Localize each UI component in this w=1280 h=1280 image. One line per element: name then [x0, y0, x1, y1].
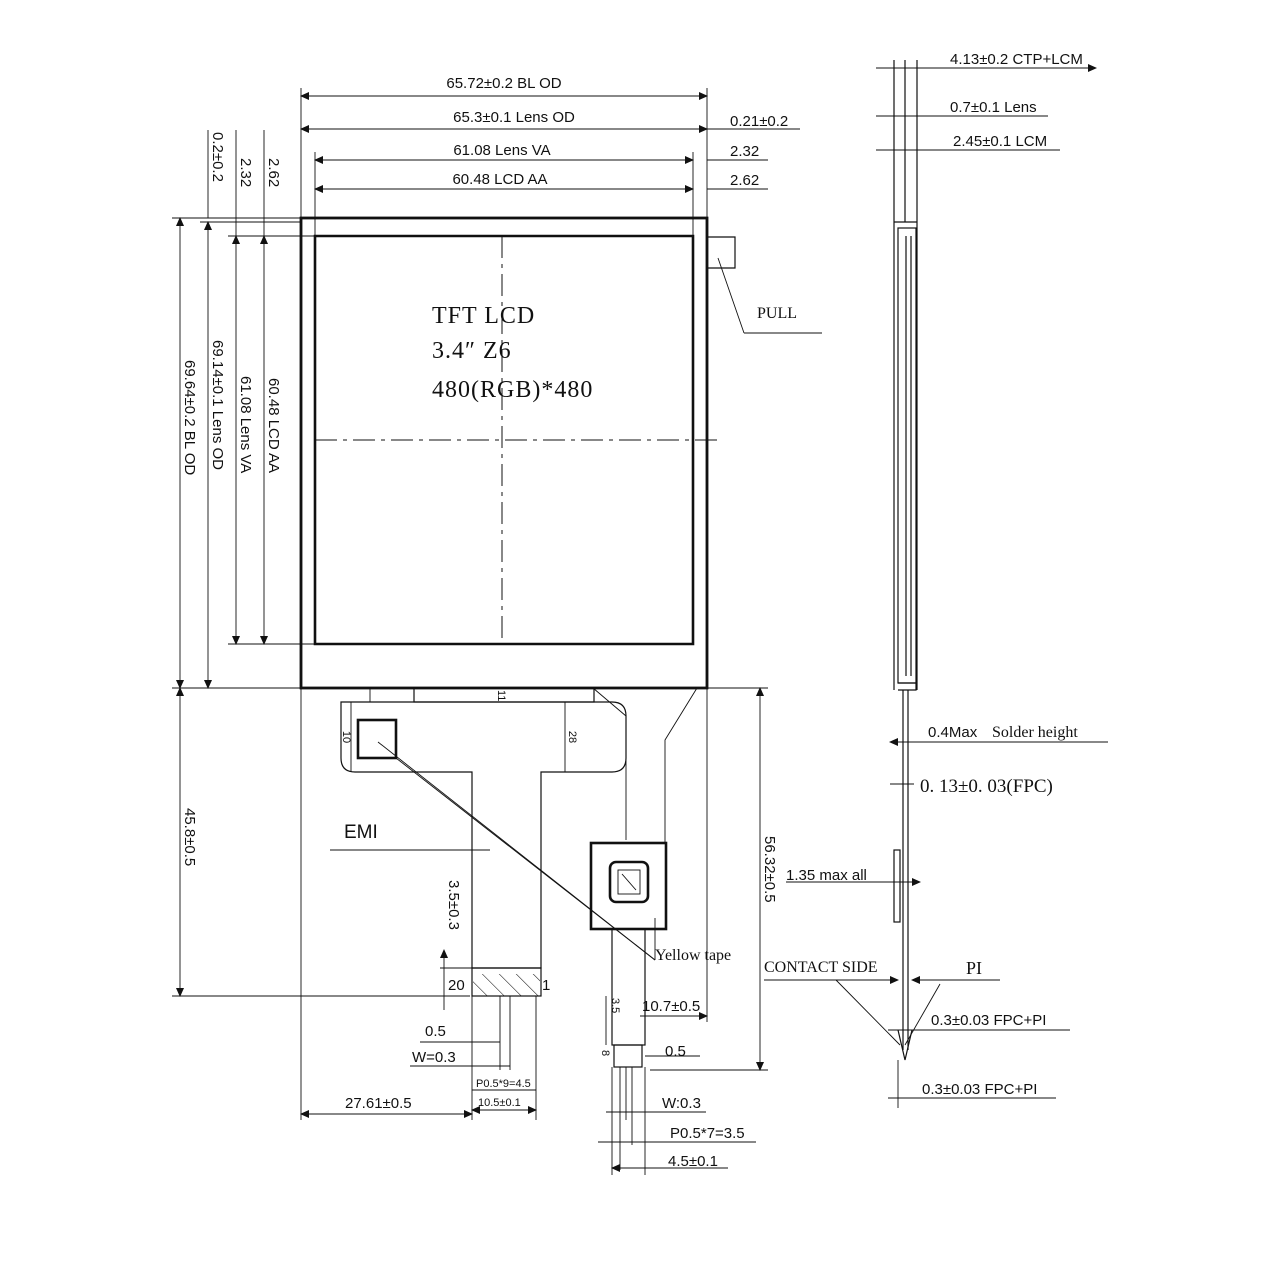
dim-pin-width: W=0.3 [412, 1049, 456, 1066]
dim-fpc-length: 45.8±0.5 [181, 808, 198, 866]
dim-tail-gap: 0.5 [665, 1043, 686, 1060]
dim-lens-od-height: 69.14±0.1 Lens OD [209, 340, 226, 470]
pin-20-label: 20 [448, 977, 465, 994]
dim-conn-offset: 27.61±0.5 [345, 1095, 412, 1112]
dim-stub-height: 3.5±0.3 [445, 880, 462, 930]
dim-fpc-pi-1: 0.3±0.03 FPC+PI [931, 1012, 1046, 1029]
dim-fpc-28: 28 [566, 731, 578, 743]
dim-tail-pitch: P0.5*7=3.5 [670, 1125, 745, 1142]
emi-label: EMI [344, 822, 378, 843]
dim-fpc-pi-2: 0.3±0.03 FPC+PI [922, 1081, 1037, 1098]
dim-conn-width: 10.5±0.1 [478, 1097, 521, 1109]
dim-bl-od-height: 69.64±0.2 BL OD [181, 360, 198, 475]
dim-ctp-lcm: 4.13±0.2 CTP+LCM [950, 51, 1083, 68]
dim-tail-height: 3.5 [609, 998, 621, 1013]
dim-pitch: P0.5*9=4.5 [476, 1078, 531, 1090]
dim-solder-max: 0.4Max [928, 724, 978, 741]
dim-top-va: 2.32 [237, 158, 254, 187]
fpc: 10 28 11 EMI Yellow tape 20 1 [330, 687, 731, 1068]
dim-lens-va-height: 61.08 Lens VA [237, 376, 254, 473]
fpc-dimensions: 3.5±0.3 0.5 W=0.3 P0.5*9=4.5 10.5±0.1 27… [300, 687, 778, 1175]
yellow-tape-label: Yellow tape [655, 947, 731, 964]
dim-tail-offset: 10.7±0.5 [642, 998, 700, 1015]
pi-label: PI [966, 958, 982, 978]
pin-1-label: 1 [542, 977, 550, 994]
product-label: TFT LCD 3.4″ Z6 480(RGB)*480 [432, 303, 593, 403]
panel-outline [299, 216, 720, 690]
tail-pin-label: 8 [599, 1050, 611, 1056]
product-line-3: 480(RGB)*480 [432, 377, 593, 403]
dim-right-aa: 2.62 [730, 172, 759, 189]
dim-lens-thickness: 0.7±0.1 Lens [950, 99, 1037, 116]
solder-height-label: Solder height [992, 724, 1078, 741]
dim-tail-conn: 4.5±0.1 [668, 1153, 718, 1170]
dim-max-all: 1.35 max all [786, 867, 867, 884]
dim-lcm-thickness: 2.45±0.1 LCM [953, 133, 1047, 150]
pull-label: PULL [757, 305, 797, 322]
dim-pin-gap: 0.5 [425, 1023, 446, 1040]
dim-lcd-aa-width: 60.48 LCD AA [452, 171, 547, 188]
left-dimensions: 0.2±0.2 2.32 2.62 69.64±0.2 BL OD 69.14±… [172, 130, 470, 997]
dim-fpc-10: 10 [340, 731, 352, 743]
side-view: 4.13±0.2 CTP+LCM 0.7±0.1 Lens 2.45±0.1 L… [764, 51, 1108, 1108]
dim-top-offset: 0.2±0.2 [209, 132, 226, 182]
dim-right-offset: 0.21±0.2 [730, 113, 788, 130]
dim-fpc-thickness: 0. 13±0. 03(FPC) [920, 776, 1053, 797]
pull-tab: PULL [707, 236, 822, 334]
product-line-1: TFT LCD [432, 303, 535, 329]
dim-right-va: 2.32 [730, 143, 759, 160]
dim-lens-va-width: 61.08 Lens VA [453, 142, 550, 159]
dim-bl-od-width: 65.72±0.2 BL OD [446, 75, 561, 92]
gold-fingers [473, 974, 540, 996]
dim-top-aa: 2.62 [265, 158, 282, 187]
dim-lcd-aa-height: 60.48 LCD AA [265, 378, 282, 473]
dim-lens-od-width: 65.3±0.1 Lens OD [453, 109, 575, 126]
dim-fpc-11: 11 [495, 690, 507, 701]
dim-tail-width: W:0.3 [662, 1095, 701, 1112]
dim-total-length: 56.32±0.5 [761, 836, 778, 903]
contact-side-label: CONTACT SIDE [764, 959, 878, 976]
top-dimensions: 65.72±0.2 BL OD 65.3±0.1 Lens OD 61.08 L… [300, 75, 800, 236]
product-line-2: 3.4″ Z6 [432, 338, 512, 364]
